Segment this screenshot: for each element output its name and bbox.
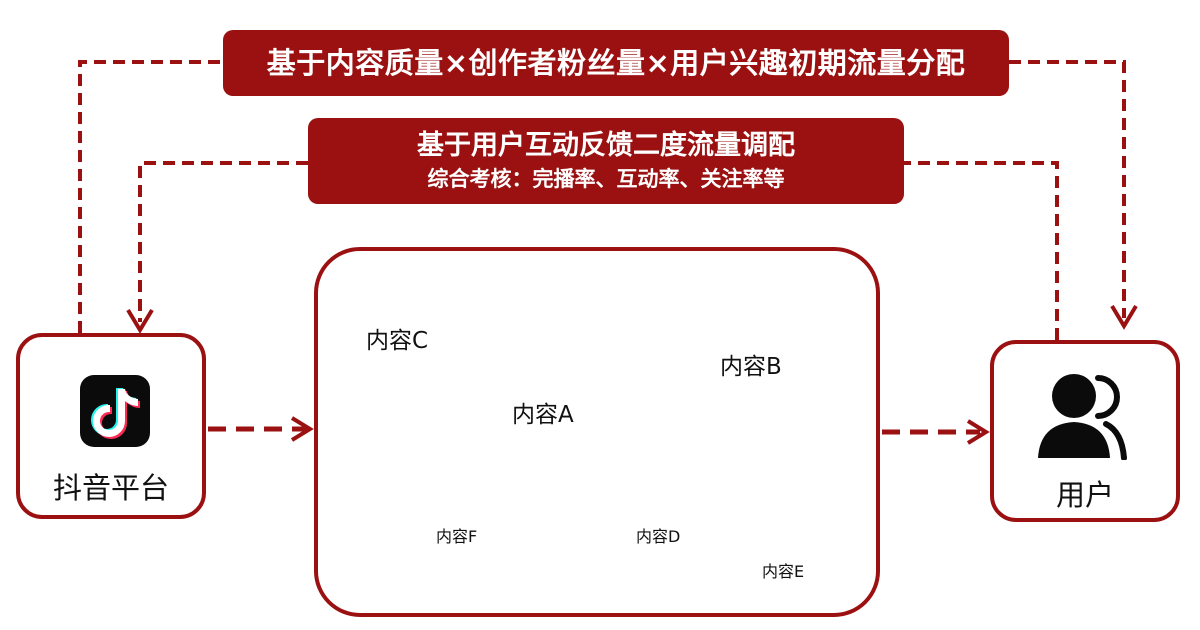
content-item-a: 内容A [512,402,574,428]
content-item-e: 内容E [762,562,805,581]
secondary-adjustment-title: 基于用户互动反馈二度流量调配 [417,130,795,161]
user-node: 用户 [990,340,1180,522]
content-item-c: 内容C [366,328,429,354]
initial-flow-arrowhead [1110,304,1138,330]
user-label: 用户 [1055,478,1114,512]
initial-flow-connector [78,60,223,333]
user-group-icon [1034,368,1134,461]
content-item-d: 内容D [636,527,681,546]
content-item-b: 内容B [720,354,782,380]
secondary-criteria-text: 综合考核：完播率、互动率、关注率等 [427,167,785,191]
pool-to-user-arrowhead [966,419,990,445]
tiktok-logo-icon [80,375,150,447]
initial-distribution-text: 基于内容质量×创作者粉丝量×用户兴趣初期流量分配 [266,46,966,80]
feedback-flow-arrowhead [126,308,154,334]
initial-flow-connector-right [1009,60,1126,318]
platform-node: 抖音平台 [16,333,206,519]
feedback-flow-connector-right [904,161,1059,340]
secondary-adjustment-banner: 基于用户互动反馈二度流量调配 综合考核：完播率、互动率、关注率等 [308,118,904,204]
platform-label: 抖音平台 [52,471,169,505]
platform-to-pool-arrowhead [290,416,314,442]
content-pool: 内容A 内容B 内容C 内容D 内容E 内容F [314,247,880,617]
feedback-flow-connector-left [138,161,308,322]
initial-distribution-banner: 基于内容质量×创作者粉丝量×用户兴趣初期流量分配 [223,30,1009,96]
content-item-f: 内容F [436,527,478,546]
